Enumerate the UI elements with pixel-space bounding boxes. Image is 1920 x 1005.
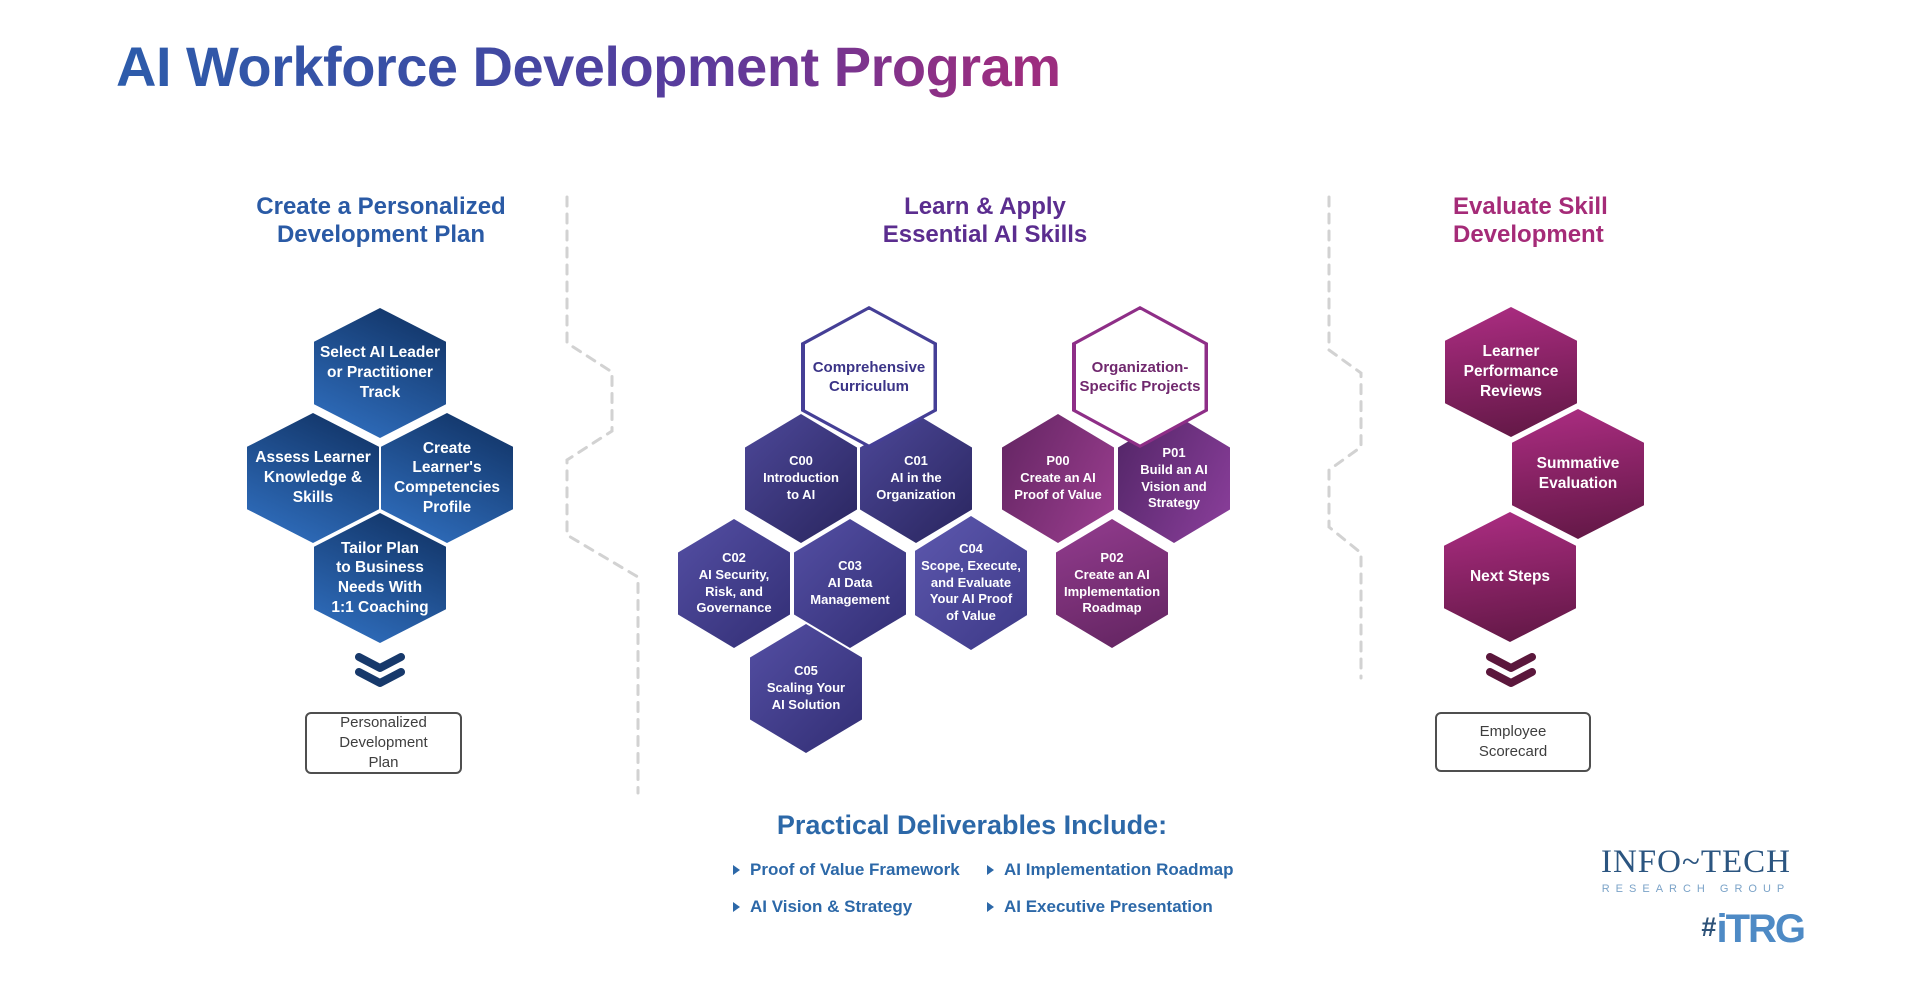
chevron-down-icon: [355, 653, 405, 687]
deliverable-label: Proof of Value Framework: [750, 860, 960, 879]
hex-label: C03 AI Data Management: [810, 558, 890, 607]
deliverable-item: Proof of Value Framework: [733, 860, 960, 880]
hex-label: Tailor Plan to Business Needs With 1:1 C…: [331, 539, 429, 616]
box-label: Personalized Development Plan: [339, 714, 428, 771]
deliverables-column-2: AI Implementation Roadmap AI Executive P…: [987, 860, 1234, 934]
hex-label: C04 Scope, Execute, and Evaluate Your AI…: [921, 540, 1021, 624]
employee-scorecard-box: Employee Scorecard: [1435, 712, 1591, 772]
hex-label: C02 AI Security, Risk, and Governance: [696, 549, 772, 616]
center-column-header: Learn & Apply Essential AI Skills: [882, 193, 1088, 249]
hex-c02: C02 AI Security, Risk, and Governance: [678, 519, 790, 648]
hex-c00: C00 Introduction to AI: [745, 414, 857, 543]
divider-left-line: [565, 195, 640, 795]
hex-performance-reviews: Learner Performance Reviews: [1445, 307, 1577, 437]
deliverable-item: AI Executive Presentation: [987, 897, 1234, 917]
triangle-bullet-icon: [987, 902, 994, 912]
hex-label: Summative Evaluation: [1536, 455, 1620, 492]
deliverable-label: AI Implementation Roadmap: [1004, 860, 1234, 879]
deliverable-item: AI Implementation Roadmap: [987, 860, 1234, 880]
hex-label: Organization- Specific Projects: [1079, 358, 1201, 395]
hex-label: Create Learner's Competencies Profile: [394, 439, 500, 516]
infotech-wordmark: INFO~TECH: [1600, 844, 1792, 880]
deliverable-label: AI Vision & Strategy: [750, 897, 913, 916]
deliverable-label: AI Executive Presentation: [1004, 897, 1213, 916]
triangle-bullet-icon: [733, 865, 740, 875]
hex-select-track: Select AI Leader or Practitioner Track: [314, 308, 446, 438]
deliverables-column-1: Proof of Value Framework AI Vision & Str…: [733, 860, 960, 934]
hex-next-steps: Next Steps: [1444, 512, 1576, 642]
hex-tailor-plan: Tailor Plan to Business Needs With 1:1 C…: [314, 513, 446, 643]
hex-label: Select AI Leader or Practitioner Track: [319, 344, 441, 401]
personalized-plan-box: Personalized Development Plan: [305, 712, 462, 774]
box-label: Employee Scorecard: [1478, 723, 1548, 760]
deliverables-header: Practical Deliverables Include:: [776, 810, 1168, 840]
hex-label: Comprehensive Curriculum: [812, 358, 926, 395]
left-column-header: Create a Personalized Development Plan: [256, 193, 506, 249]
hash-glyph: #: [1701, 912, 1717, 942]
hex-assess-learner: Assess Learner Knowledge & Skills: [247, 413, 379, 543]
deliverable-item: AI Vision & Strategy: [733, 897, 960, 917]
hex-summative-evaluation: Summative Evaluation: [1512, 409, 1644, 539]
triangle-bullet-icon: [987, 865, 994, 875]
itrg-wordmark: iTRG: [1716, 907, 1806, 951]
hex-p00: P00 Create an AI Proof of Value: [1002, 414, 1114, 543]
hex-label: Learner Performance Reviews: [1463, 343, 1559, 400]
hex-label: P00 Create an AI Proof of Value: [1014, 453, 1102, 502]
right-column-header: Evaluate Skill Development: [1453, 193, 1608, 249]
chevron-down-icon: [1486, 653, 1536, 687]
hex-label: Next Steps: [1469, 568, 1551, 586]
hex-label: C00 Introduction to AI: [763, 453, 839, 502]
hex-label: P02 Create an AI Implementation Roadmap: [1063, 549, 1161, 616]
hex-label: C05 Scaling Your AI Solution: [766, 663, 846, 712]
divider-right-line: [1327, 195, 1363, 680]
hex-label: C01 AI in the Organization: [876, 453, 956, 502]
itrg-logo: #iTRG: [1588, 907, 1806, 951]
page-title: AI Workforce Development Program: [116, 35, 1061, 98]
hex-competencies-profile: Create Learner's Competencies Profile: [381, 413, 513, 543]
hex-p02: P02 Create an AI Implementation Roadmap: [1056, 519, 1168, 648]
hex-c04: C04 Scope, Execute, and Evaluate Your AI…: [915, 516, 1027, 650]
hex-label: Assess Learner Knowledge & Skills: [255, 449, 371, 506]
infotech-subtitle: RESEARCH GROUP: [1601, 883, 1791, 895]
hex-label: P01 Build an AI Vision and Strategy: [1140, 444, 1208, 511]
infotech-logo: INFO~TECH RESEARCH GROUP #iTRG: [1588, 844, 1806, 951]
triangle-bullet-icon: [733, 902, 740, 912]
